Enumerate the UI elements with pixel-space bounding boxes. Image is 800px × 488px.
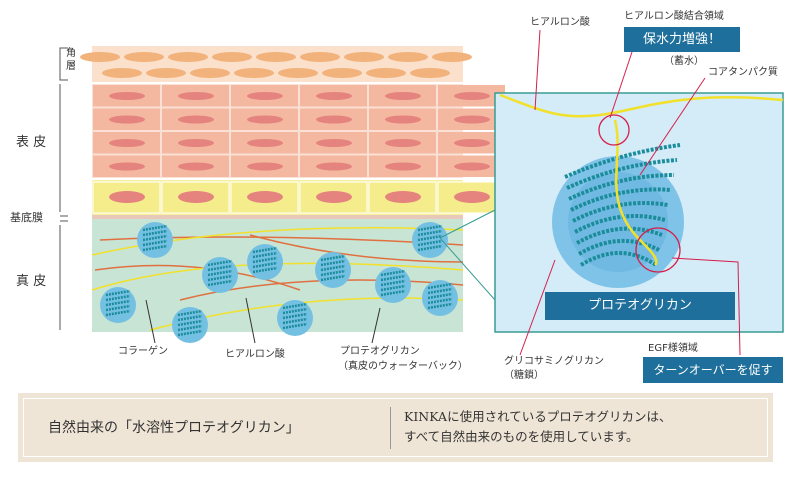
detail-gag: グリコサミノグリカン xyxy=(504,356,604,367)
proteoglycan-box: プロテオグリカン xyxy=(545,292,735,320)
label-hyaluronic-acid: ヒアルロン酸 xyxy=(225,349,285,360)
banner-desc-line2: すべて自然由来のものを使用しています。 xyxy=(404,429,639,444)
label-proteoglycan: プロテオグリカン xyxy=(340,346,420,357)
info-banner: 自然由来の「水溶性プロテオグリカン」 KINKAに使用されているプロテオグリカン… xyxy=(18,393,773,462)
label-basement-membrane: 基底膜 xyxy=(10,211,43,224)
detail-egf: EGF様領域 xyxy=(648,343,698,354)
label-dermis: 真 皮 xyxy=(16,274,47,289)
banner-desc-line1: KINKAに使用されているプロテオグリカンは、 xyxy=(404,409,672,424)
water-retention-badge: 保水力増強！ xyxy=(624,27,740,52)
detail-hyaluronic-acid: ヒアルロン酸 xyxy=(530,17,590,28)
detail-gag-sub: （糖鎖） xyxy=(504,370,544,381)
label-epidermis: 表 皮 xyxy=(16,135,47,150)
turnover-badge: ターンオーバーを促す xyxy=(643,357,783,383)
detail-water-storage: （蓄水） xyxy=(664,56,704,67)
label-collagen: コラーゲン xyxy=(118,346,168,357)
label-stratum-corneum: 角層 xyxy=(66,48,76,72)
banner-divider xyxy=(390,407,391,449)
detail-binding-region: ヒアルロン酸結合領域 xyxy=(624,11,724,22)
detail-core-protein: コアタンパク質 xyxy=(708,67,778,78)
banner-title: 自然由来の「水溶性プロテオグリカン」 xyxy=(48,420,300,436)
label-proteoglycan-sub: （真皮のウォーターバック） xyxy=(338,361,468,372)
